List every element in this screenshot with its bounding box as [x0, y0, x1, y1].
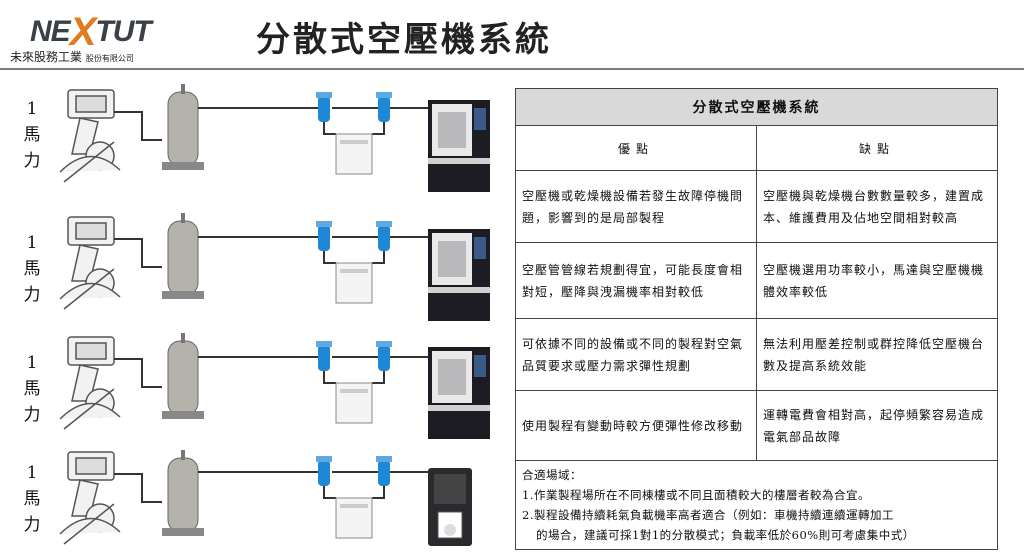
printer-machine-icon [428, 468, 472, 546]
dryer-icon [335, 262, 373, 304]
cons-cell: 空壓機選用功率較小，馬達與空壓機機體效率較低 [756, 242, 998, 319]
filter-icon [316, 92, 332, 122]
note-line-2: 2.製程設備持續耗氣負載機率高者適合（例如：車機持續連續運轉加工 [522, 508, 894, 522]
company-logo: NEXTUT [30, 10, 152, 54]
cnc-machine-icon [428, 100, 490, 192]
hp-label-1: 1 馬 力 [23, 99, 41, 171]
filter-icon [376, 221, 392, 251]
filter-icon [376, 92, 392, 122]
table-note-row: 合適場域： 1.作業製程場所在不同棟樓或不同且面積較大的樓層者較為合宜。 2.製… [515, 460, 998, 550]
hp-label-2: 1 馬 力 [23, 233, 41, 305]
compressor-icon [59, 216, 121, 310]
note-line-1: 1.作業製程場所在不同棟樓或不同且面積較大的樓層者較為合宜。 [522, 488, 870, 502]
table-row: 空壓機或乾燥機設備若發生故障停機問題，影響到的是局部製程 空壓機與乾燥機台數數量… [515, 170, 998, 243]
pros-cell: 使用製程有變動時較方便彈性修改移動 [515, 390, 757, 461]
company-suffix: 股份有限公司 [85, 54, 134, 63]
filter-icon [376, 456, 392, 486]
hp-label-3: 1 馬 力 [23, 353, 41, 425]
cons-header: 缺點 [756, 125, 998, 171]
dryer-icon [335, 382, 373, 424]
suitable-fields-note: 合適場域： 1.作業製程場所在不同棟樓或不同且面積較大的樓層者較為合宜。 2.製… [515, 460, 998, 550]
page-title: 分散式空壓機系統 [256, 20, 552, 60]
comparison-table: 分散式空壓機系統 優點 缺點 空壓機或乾燥機設備若發生故障停機問題，影響到的是局… [515, 88, 998, 550]
header-divider [0, 68, 1024, 70]
header: NEXTUT 未來股務工業 股份有限公司 分散式空壓機系統 [0, 0, 1024, 70]
cnc-machine-icon [428, 229, 490, 321]
compressor-icon [59, 336, 121, 430]
cons-cell: 空壓機與乾燥機台數數量較多，建置成本、維護費用及佔地空間相對較高 [756, 170, 998, 243]
equipment-row-2 [59, 213, 490, 321]
company-name: 未來股務工業 股份有限公司 [10, 48, 134, 65]
filter-icon [316, 456, 332, 486]
compressor-icon [59, 451, 121, 545]
equipment-row-3 [59, 333, 490, 439]
table-row: 可依據不同的設備或不同的製程對空氣品質要求或壓力需求彈性規劃 無法利用壓差控制或… [515, 318, 998, 391]
air-tank-icon [162, 450, 204, 536]
equipment-row-4 [59, 450, 472, 546]
equipment-row-1 [59, 84, 490, 192]
table-row: 空壓管管線若規劃得宜，可能長度會相對短，壓降與洩漏機率相對較低 空壓機選用功率較… [515, 242, 998, 319]
table-caption: 分散式空壓機系統 [515, 88, 998, 126]
filter-icon [316, 341, 332, 371]
filter-icon [376, 341, 392, 371]
hp-label-4: 1 馬 力 [23, 463, 41, 535]
table-row: 使用製程有變動時較方便彈性修改移動 運轉電費會相對高，起停頻繁容易造成電氣部品故… [515, 390, 998, 461]
pros-cell: 空壓管管線若規劃得宜，可能長度會相對短，壓降與洩漏機率相對較低 [515, 242, 757, 319]
air-tank-icon [162, 213, 204, 299]
note-title: 合適場域： [522, 468, 582, 482]
note-line-3: 的場合，建議可採1對1的分散模式；負載率低於60%則可考慮集中式） [536, 528, 915, 542]
cnc-machine-icon [428, 347, 490, 439]
dryer-icon [335, 133, 373, 175]
filter-icon [316, 221, 332, 251]
cons-cell: 運轉電費會相對高，起停頻繁容易造成電氣部品故障 [756, 390, 998, 461]
air-tank-icon [162, 84, 204, 170]
pros-cell: 空壓機或乾燥機設備若發生故障停機問題，影響到的是局部製程 [515, 170, 757, 243]
pros-header: 優點 [515, 125, 757, 171]
cons-cell: 無法利用壓差控制或群控降低空壓機台數及提高系統效能 [756, 318, 998, 391]
dryer-icon [335, 497, 373, 539]
company-name-text: 未來股務工業 [10, 50, 83, 64]
pros-cell: 可依據不同的設備或不同的製程對空氣品質要求或壓力需求彈性規劃 [515, 318, 757, 391]
air-tank-icon [162, 333, 204, 419]
compressor-icon [59, 89, 121, 183]
